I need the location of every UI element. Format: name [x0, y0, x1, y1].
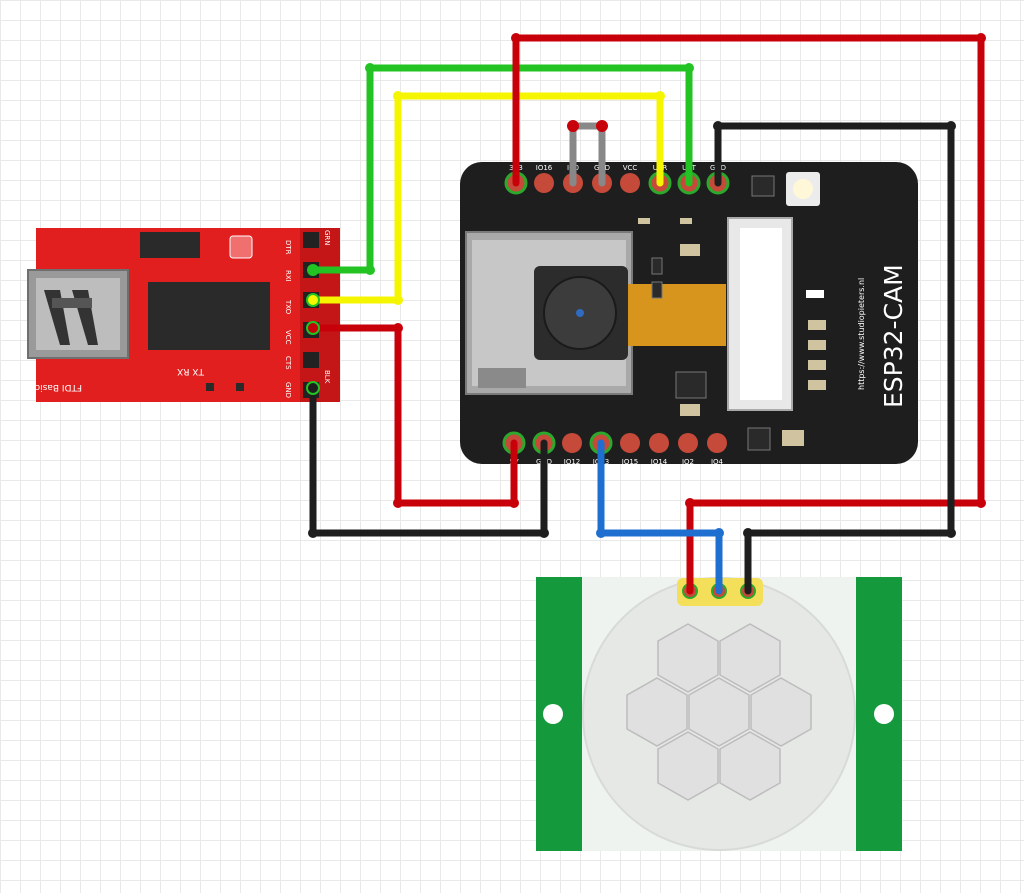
ftdi-rx-led — [206, 383, 214, 391]
pin-io16 — [534, 173, 554, 193]
pir-fresnel-lens — [626, 623, 812, 801]
ftdi-header-strip — [300, 228, 340, 402]
pin-io2 — [678, 433, 698, 453]
bottom-pin-label-5: IO14 — [651, 458, 668, 466]
bottom-pin-label-4: IO15 — [622, 458, 638, 466]
ftdi-pin-dtr-label: DTR — [284, 240, 292, 255]
esp32-cam-board: ESP32-CAM https://www.studiopieters.nl 3… — [460, 162, 918, 466]
usb-mini-connector — [27, 269, 129, 359]
ftdi-tx-rx-label: TX RX — [177, 366, 205, 376]
top-pin-label-4: VCC — [623, 164, 638, 172]
ftdi-pin-txo-label: TXO — [284, 299, 292, 315]
pin-io14 — [649, 433, 669, 453]
pir-sensor — [536, 577, 902, 851]
camera-connector-inner — [740, 228, 782, 400]
ftdi-small-chip — [140, 232, 200, 258]
jumper-wire-io0-gnd — [569, 122, 606, 187]
pin-io15 — [620, 433, 640, 453]
ftdi-tx-led — [236, 383, 244, 391]
camera-module — [534, 266, 628, 360]
bottom-pin-label-7: IO4 — [711, 458, 724, 466]
pin-io4 — [707, 433, 727, 453]
ftdi-grn-label: GRN — [323, 230, 331, 246]
wire-io13-pir-out — [597, 439, 723, 595]
flash-led-lens — [793, 179, 813, 199]
pir-mount-hole-left — [543, 704, 563, 724]
bottom-pin-label-6: IO2 — [682, 458, 694, 466]
pin-io12 — [562, 433, 582, 453]
wire-endpoints — [306, 33, 986, 538]
ftdi-pin-vcc-label: VCC — [284, 330, 292, 345]
ftdi-basic-board: TX RX FTDI Basic DTR RXI TXO VCC CTS GND… — [27, 228, 340, 402]
ftdi-led — [229, 235, 253, 259]
pin-vcc — [620, 173, 640, 193]
wire-3v3-pir-vcc — [512, 34, 985, 595]
pir-mount-hole-right — [874, 704, 894, 724]
bottom-pin-label-2: IO12 — [564, 458, 580, 466]
top-pin-label-1: IO16 — [536, 164, 553, 172]
wire-gnd-gnd — [309, 384, 548, 537]
wire-gnd-pir-gnd — [714, 122, 955, 595]
ftdi-blk-label: BLK — [323, 370, 331, 384]
ftdi-pin-gnd-label: GND — [284, 382, 292, 398]
ftdi-pin-cts-label: CTS — [284, 356, 292, 370]
esp32-title: ESP32-CAM — [879, 264, 908, 408]
esp32-url: https://www.studiopieters.nl — [857, 278, 866, 390]
ftdi-chip — [148, 282, 270, 350]
ftdi-name-label: FTDI Basic — [35, 382, 82, 392]
smd-components — [638, 175, 826, 451]
ftdi-pin-rxi-label: RXI — [284, 270, 292, 282]
